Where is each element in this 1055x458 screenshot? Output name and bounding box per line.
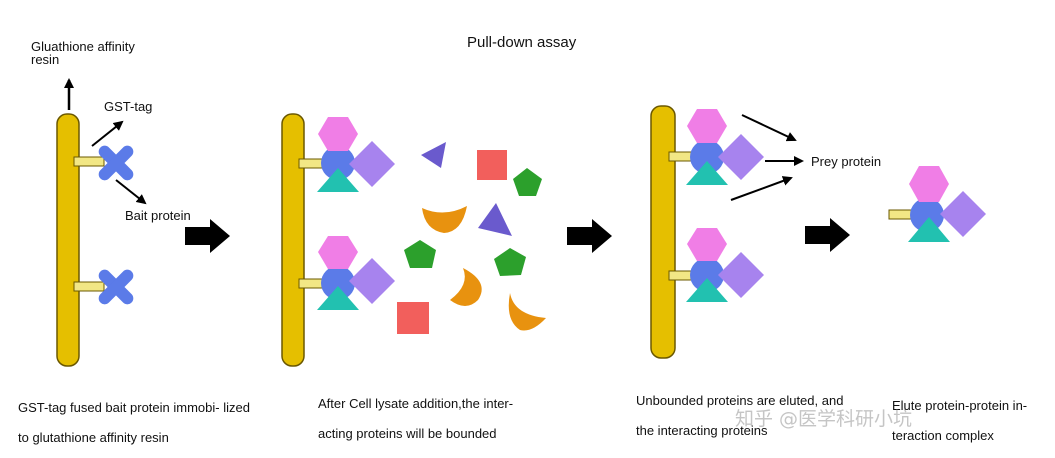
- resin-bead: [56, 113, 80, 367]
- step-arrow: [567, 219, 612, 253]
- prey-hexagon: [687, 109, 727, 143]
- bound-complex: [668, 109, 764, 185]
- resin-label: Gluathione affinity resin: [31, 39, 135, 67]
- prey-hexagon: [318, 236, 358, 269]
- prey-hexagon: [909, 166, 949, 202]
- bait-protein: [690, 140, 724, 174]
- bound-complex: [298, 236, 395, 310]
- bound-complex: [298, 117, 395, 192]
- caption-step-4: Elute protein-protein in- teraction comp…: [892, 398, 1028, 443]
- bait-protein: [321, 146, 355, 180]
- prey-triangle: [908, 217, 950, 242]
- resin-bead: [281, 113, 305, 367]
- step-arrow: [185, 219, 230, 253]
- bait-protein-complex: [73, 145, 134, 181]
- lysate-pentagon: [404, 240, 436, 268]
- lysate-triangle: [478, 203, 512, 236]
- prey-arrow: [730, 176, 793, 201]
- prey-hexagon: [318, 117, 358, 151]
- panel-3: [650, 105, 804, 359]
- bait-protein: [321, 266, 355, 300]
- panel-1: [56, 78, 147, 367]
- lysate-crescent: [450, 268, 482, 306]
- prey-diamond: [349, 141, 395, 187]
- resin-bead: [650, 105, 676, 359]
- prey-triangle: [317, 168, 359, 192]
- gst-tag-label: GST-tag: [104, 99, 153, 114]
- prey-triangle: [686, 161, 728, 185]
- prey-diamond: [349, 258, 395, 304]
- panel-2: [281, 113, 546, 367]
- gst-tag: [73, 156, 105, 167]
- prey-diamond: [718, 252, 764, 298]
- bait-protein-complex: [73, 269, 134, 305]
- bait-arrow: [115, 179, 147, 205]
- lysate-crescent: [508, 293, 546, 331]
- lysate-crescent: [422, 206, 467, 233]
- prey-diamond: [718, 134, 764, 180]
- caption-step-2: After Cell lysate addition,the inter- ac…: [318, 396, 514, 441]
- prey-protein-label: Prey protein: [811, 154, 882, 169]
- panel-4: [888, 166, 986, 242]
- watermark: 知乎 @医学科研小坑: [735, 408, 913, 430]
- lysate-triangle: [421, 142, 446, 168]
- lysate-square: [397, 302, 429, 334]
- bait-protein: [690, 258, 724, 292]
- bait-protein-x: [98, 145, 134, 181]
- caption-step-1: GST-tag fused bait protein immobi- lized…: [18, 400, 250, 445]
- lysate-pentagon: [513, 168, 542, 196]
- bait-protein-x: [98, 269, 134, 305]
- prey-arrow: [741, 114, 797, 142]
- step-arrow: [805, 218, 850, 252]
- prey-triangle: [686, 278, 728, 302]
- prey-hexagon: [687, 228, 727, 261]
- bait-protein: [910, 198, 944, 232]
- prey-diamond: [940, 191, 986, 237]
- caption-step-3: Unbounded proteins are eluted, and the i…: [636, 393, 844, 438]
- eluted-complex: [888, 166, 986, 242]
- lysate-pentagon: [494, 248, 526, 276]
- gst-tag: [73, 281, 105, 292]
- bound-complex: [668, 228, 764, 302]
- bait-protein-label: Bait protein: [125, 208, 191, 223]
- page-title: Pull-down assay: [467, 34, 577, 51]
- lysate-square: [477, 150, 507, 180]
- gst-tag-arrow: [91, 120, 124, 147]
- prey-triangle: [317, 286, 359, 310]
